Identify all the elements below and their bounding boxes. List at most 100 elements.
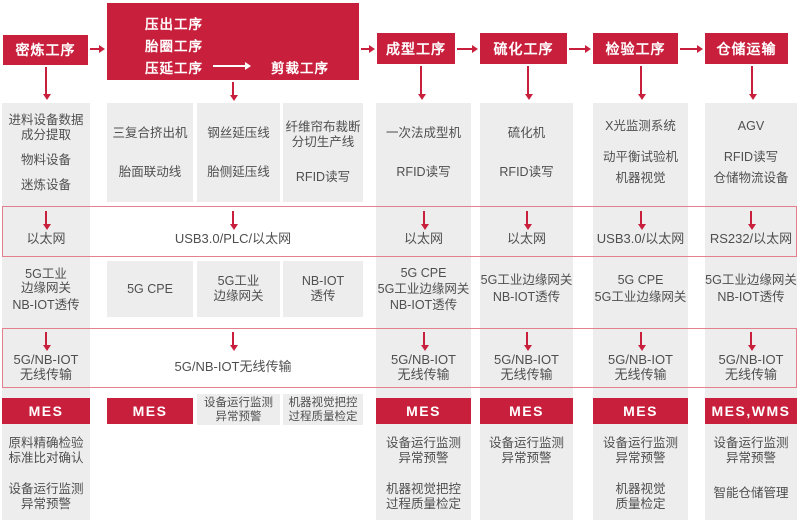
gateway-cell-mixing: 5G工业 边缘网关 NB-IOT透传	[2, 261, 90, 317]
mes-side-box-vision: 机器视觉把控 过程质量检定	[283, 394, 363, 425]
equipment-item: 纤维帘布裁断	[285, 120, 361, 134]
arrow-right-icon	[213, 62, 251, 70]
process-label: 压延工序	[145, 61, 203, 76]
mes-badge-curing: MES	[480, 398, 573, 424]
process-node-inspection: 检验工序	[593, 33, 678, 64]
gateway-item: 5G工业	[217, 274, 260, 288]
equipment-item: 胎面联动线	[118, 164, 182, 179]
gateway-item: 5G CPE	[400, 266, 447, 280]
mes-label: MES	[509, 403, 544, 419]
app-item: 机器视觉	[615, 482, 666, 496]
wired-cell-warehousing: RS232/以太网	[705, 211, 797, 255]
wired-cell-inspection: USB3.0/以太网	[593, 211, 688, 255]
equipment-item: RFID读写	[723, 150, 779, 164]
arrow-right-icon	[457, 45, 478, 53]
gateway-item: NB-IOT透传	[389, 298, 458, 312]
equipment-item: 迷炼设备	[20, 177, 71, 192]
app-item: 异常预警	[501, 451, 552, 465]
mes-label: MES,WMS	[711, 403, 791, 419]
wireless-cell-forming: 5G/NB-IOT 无线传输	[376, 332, 471, 384]
process-label: 胎圈工序	[145, 39, 203, 54]
gateway-item: 5G工业	[25, 266, 67, 281]
mes-badge-forming: MES	[376, 398, 471, 424]
column-strip-inspection	[593, 103, 688, 520]
gateway-cell-calendering: NB-IOT 透传	[283, 261, 363, 317]
process-node-curing: 硫化工序	[480, 33, 567, 64]
process-label: 成型工序	[386, 40, 446, 57]
equipment-item: 分切生产线	[291, 135, 355, 149]
process-group-node: 压出工序 胎圈工序 压延工序 剪裁工序	[107, 3, 359, 80]
wireless-label: 无线传输	[19, 367, 72, 382]
wired-label: USB3.0/以太网	[596, 231, 685, 246]
process-label: 剪裁工序	[271, 61, 329, 76]
app-item: 异常预警	[615, 451, 666, 465]
equipment-box-calendering	[283, 103, 363, 202]
arrow-down-icon	[43, 211, 51, 230]
equipment-box-bead	[197, 103, 280, 202]
app-list-curing: 设备运行监测 异常预警	[480, 436, 573, 520]
equipment-item: RFID读写	[295, 170, 351, 184]
mes-label: MES	[28, 403, 64, 419]
mes-badge-mixing: MES	[2, 398, 90, 424]
equipment-list-extrusion: 三复合挤出机 胎面联动线	[107, 103, 193, 202]
arrow-down-icon	[749, 66, 757, 100]
equipment-item: 进料设备数据	[8, 112, 84, 127]
app-item: 原料精确检验	[8, 436, 84, 450]
arrow-right-icon	[361, 45, 375, 53]
arrow-down-icon	[230, 82, 238, 101]
equipment-list-warehousing: AGV RFID读写 仓储物流设备	[705, 103, 797, 202]
gateway-item: NB-IOT	[301, 274, 345, 288]
wireless-cell-group: 5G/NB-IOT无线传输	[90, 332, 376, 384]
gateway-cell-bead: 5G工业 边缘网关	[197, 261, 280, 317]
wired-cell-group: USB3.0/PLC/以太网	[90, 211, 376, 255]
app-list-inspection: 设备运行监测 异常预警 机器视觉 质量检定	[593, 436, 688, 520]
wired-label: RS232/以太网	[709, 231, 793, 246]
arrow-down-icon	[420, 332, 429, 351]
arrow-down-icon	[525, 66, 533, 100]
arrow-right-icon	[569, 45, 591, 53]
mes-badge-group: MES	[107, 398, 193, 424]
app-list-warehousing: 设备运行监测 异常预警 智能仓储管理	[705, 436, 797, 520]
gateway-cell-extrusion: 5G CPE	[107, 261, 193, 317]
wireless-cell-inspection: 5G/NB-IOT 无线传输	[593, 332, 688, 384]
wireless-network-band	[2, 328, 797, 388]
equipment-item: 钢丝延压线	[207, 125, 270, 140]
equipment-item: 仓储物流设备	[713, 171, 789, 185]
gateway-cell-forming: 5G CPE 5G工业边缘网关 NB-IOT透传	[376, 261, 471, 317]
arrow-down-icon	[748, 332, 756, 351]
wireless-label: 无线传输	[724, 367, 777, 382]
process-node-forming: 成型工序	[377, 33, 455, 64]
gateway-item: 5G工业边缘网关	[480, 273, 573, 287]
process-node-mixing: 密炼工序	[3, 35, 88, 65]
mes-badge-inspection: MES	[593, 398, 688, 424]
arrow-down-icon	[748, 211, 756, 230]
wired-network-band	[2, 206, 797, 257]
arrow-down-icon	[418, 66, 426, 100]
wireless-label: 5G/NB-IOT	[390, 352, 456, 367]
process-label: 压出工序	[145, 17, 203, 32]
gateway-box-extrusion	[107, 261, 193, 317]
gateway-item: 边缘网关	[20, 280, 71, 295]
equipment-list-calendering: 纤维帘布裁断 分切生产线 RFID读写	[283, 103, 363, 202]
app-list-mixing: 原料精确检验 标准比对确认 设备运行监测 异常预警	[2, 436, 90, 520]
wireless-label: 5G/NB-IOT无线传输	[174, 359, 292, 374]
equipment-item: 物料设备	[20, 152, 71, 167]
mes-side-item: 机器视觉把控	[288, 396, 358, 409]
wired-cell-forming: 以太网	[376, 211, 471, 255]
arrow-down-icon	[523, 211, 532, 230]
app-item: 机器视觉把控	[385, 482, 461, 496]
gateway-item: NB-IOT透传	[717, 290, 785, 304]
wired-label: 以太网	[403, 231, 443, 246]
equipment-box-extrusion	[107, 103, 193, 202]
arrow-right-icon	[680, 45, 703, 53]
process-label: 检验工序	[605, 40, 666, 57]
arrow-down-icon	[637, 211, 646, 230]
gateway-item: 5G工业边缘网关	[377, 282, 470, 296]
arrow-down-icon	[43, 332, 51, 351]
mes-side-item: 异常预警	[215, 410, 262, 423]
equipment-list-inspection: X光监测系统 动平衡试验机 机器视觉	[593, 103, 688, 202]
app-item: 智能仓储管理	[713, 486, 789, 500]
equipment-item: 机器视觉	[615, 171, 666, 185]
equipment-item: RFID读写	[499, 164, 554, 179]
